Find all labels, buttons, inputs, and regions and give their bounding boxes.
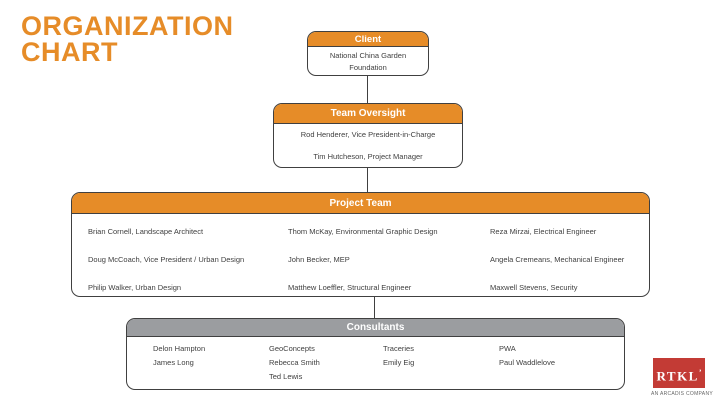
- rtkl-logo-box: RTKL’: [653, 358, 705, 388]
- project-member: Reza Mirzai, Electrical Engineer: [490, 226, 597, 236]
- consultant-name: Delon Hampton: [153, 344, 206, 353]
- slide-title-line-1: ORGANIZATION: [21, 11, 234, 41]
- logo-tagline: AN ARCADIS COMPANY: [651, 391, 713, 397]
- consultants-grid: Delon Hampton James Long GeoConcepts Reb…: [127, 337, 624, 384]
- project-team-header: Project Team: [72, 193, 649, 214]
- project-member: Angela Cremeans, Mechanical Engineer: [490, 254, 625, 264]
- consultant-column: Traceries Emily Eig: [383, 342, 499, 384]
- logo-brand: RTKL: [656, 368, 699, 384]
- project-member: Thom McKay, Environmental Graphic Design: [288, 226, 438, 236]
- client-box-header: Client: [308, 32, 428, 47]
- connector-client-oversight: [367, 76, 368, 103]
- team-oversight-header: Team Oversight: [274, 104, 462, 124]
- project-member: John Becker, MEP: [288, 254, 350, 264]
- client-name: National China Garden Foundation: [329, 51, 407, 72]
- team-oversight-box: Team Oversight Rod Henderer, Vice Presid…: [273, 103, 463, 168]
- consultant-column: PWA Paul Waddlelove: [499, 342, 624, 384]
- consultant-name: Rebecca Smith: [269, 358, 320, 367]
- consultant-name: GeoConcepts: [269, 344, 315, 353]
- slide-title: ORGANIZATION CHART: [21, 11, 234, 67]
- consultant-name: Traceries: [383, 344, 414, 353]
- consultant-column: GeoConcepts Rebecca Smith Ted Lewis: [269, 342, 383, 384]
- consultant-name: James Long: [153, 358, 194, 367]
- consultant-name: Paul Waddlelove: [499, 358, 556, 367]
- project-member: Brian Cornell, Landscape Architect: [88, 226, 204, 236]
- rtkl-logo: RTKL’ AN ARCADIS COMPANY: [651, 358, 713, 397]
- consultant-name: Emily Eig: [383, 358, 415, 367]
- project-member: Matthew Loeffler, Structural Engineer: [288, 282, 412, 292]
- logo-apostrophe-mark: ’: [698, 368, 702, 377]
- project-member: Philip Walker, Urban Design: [88, 282, 182, 292]
- consultants-box: Consultants Delon Hampton James Long Geo…: [126, 318, 625, 390]
- project-member: Maxwell Stevens, Security: [490, 282, 578, 292]
- project-team-grid: Brian Cornell, Landscape Architect Thom …: [72, 214, 649, 296]
- connector-oversight-projectteam: [367, 168, 368, 192]
- project-team-box: Project Team Brian Cornell, Landscape Ar…: [71, 192, 650, 297]
- oversight-member: Tim Hutcheson, Project Manager: [313, 152, 423, 161]
- oversight-member: Rod Henderer, Vice President-in-Charge: [300, 130, 436, 139]
- client-box: Client National China Garden Foundation: [307, 31, 429, 76]
- consultants-header: Consultants: [127, 319, 624, 337]
- project-member: Doug McCoach, Vice President / Urban Des…: [88, 254, 245, 264]
- consultant-column: Delon Hampton James Long: [153, 342, 269, 384]
- slide-title-line-2: CHART: [21, 37, 118, 67]
- consultant-name: Ted Lewis: [269, 372, 303, 381]
- consultant-name: PWA: [499, 344, 516, 353]
- connector-projectteam-consultants: [374, 297, 375, 318]
